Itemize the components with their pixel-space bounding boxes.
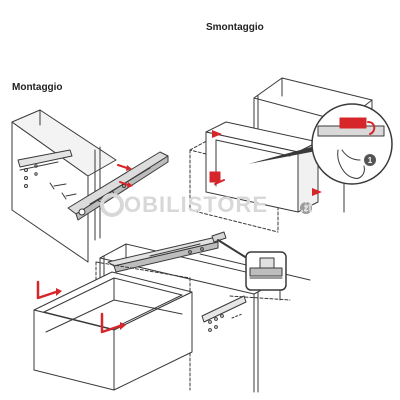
step-badge-2 (300, 202, 312, 214)
disassembly-callout-wedge (248, 142, 332, 164)
step-number-2: 2 (304, 204, 309, 213)
assembly-red-arrows (117, 164, 133, 188)
disassembly-red-arrows (212, 130, 322, 196)
disassembly-detail-magnifier (311, 103, 393, 185)
watermark-tld: .it (300, 199, 313, 215)
step-badge-1 (364, 154, 376, 166)
assembly-screws (49, 182, 77, 200)
watermark-logo (100, 193, 124, 217)
watermark-brand: OBILISTORE (124, 192, 268, 217)
bottom-rail (107, 231, 227, 273)
disassembly-lever-red (209, 171, 221, 183)
assembly-title: Montaggio (12, 82, 63, 93)
assembly-cabinet-runner (17, 149, 73, 188)
bottom-drawer-box (33, 271, 193, 391)
bottom-side-runner (201, 295, 247, 332)
bottom-red-arrows (36, 280, 126, 334)
bottom-detail-callout (217, 239, 287, 291)
step-number-1: 1 (368, 156, 373, 165)
assembly-drawer-runner (67, 151, 169, 221)
disassembly-title: Smontaggio (206, 22, 264, 33)
